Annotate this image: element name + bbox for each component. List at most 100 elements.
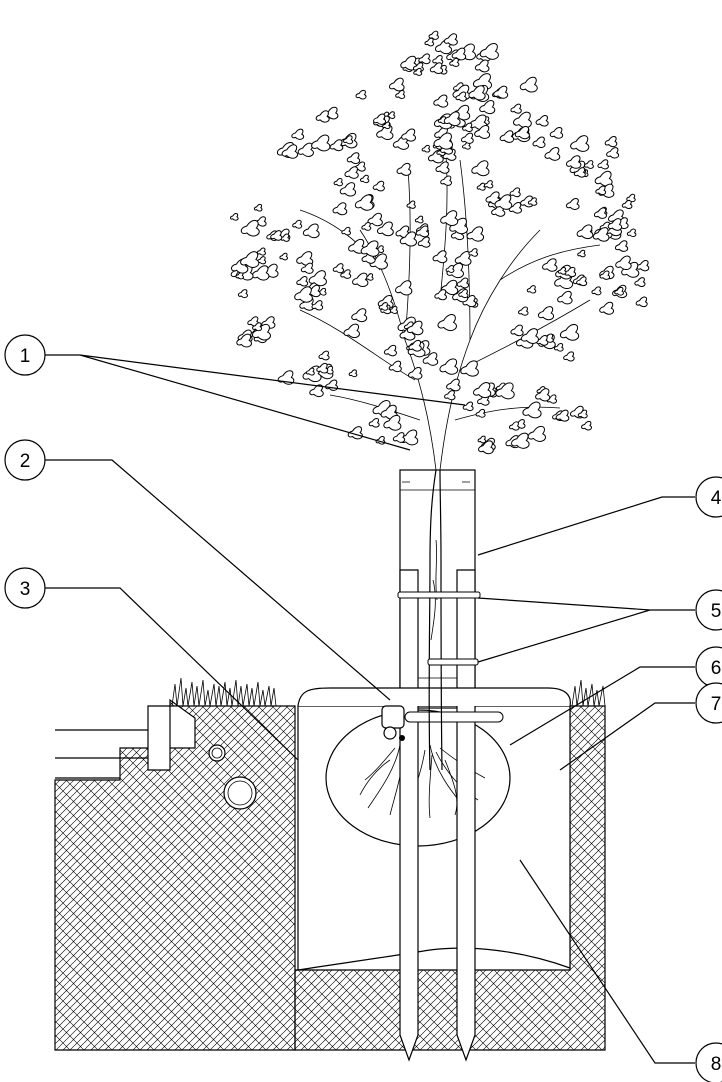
leaf-cluster: [510, 324, 524, 337]
callout-5-label: 5: [711, 601, 722, 622]
leaf-cluster: [599, 270, 611, 280]
leaf-cluster: [509, 187, 521, 198]
callout-2: 2: [4, 439, 46, 481]
leaf-cluster: [472, 73, 493, 90]
leaf-cluster: [309, 384, 324, 398]
leaf-cluster: [597, 159, 609, 170]
leaf-cluster: [634, 277, 646, 287]
leaf-cluster: [332, 202, 348, 216]
leaf-cluster: [433, 132, 454, 150]
callout-7-label: 7: [711, 694, 722, 715]
leaf-cluster: [281, 144, 299, 159]
leaf-cluster: [388, 360, 402, 373]
leaf-cluster: [355, 89, 367, 100]
leaf-cluster: [351, 308, 368, 323]
leaf-cluster: [308, 270, 327, 287]
leaf-cluster: [593, 207, 607, 219]
leaf-cluster: [252, 322, 263, 332]
leaf-cluster: [576, 224, 594, 240]
leaf-cluster: [428, 30, 439, 40]
leaf-cluster: [460, 360, 479, 377]
leaf-cluster: [475, 408, 486, 418]
leaf-cluster: [396, 162, 412, 176]
leaf-cluster: [479, 100, 496, 115]
leaf-cluster: [451, 47, 467, 61]
leaf-cluster: [439, 358, 459, 375]
leaf-cluster: [292, 219, 303, 229]
leaf-cluster: [626, 228, 637, 238]
callout-1-label: 1: [20, 346, 31, 367]
leader-lines: [45, 354, 695, 1064]
leaf-cluster: [557, 267, 567, 275]
leaf-cluster: [240, 219, 260, 237]
leaf-cluster: [477, 435, 487, 444]
leaf-cluster: [383, 414, 402, 431]
leaf-cluster: [474, 59, 490, 73]
leaf-cluster: [607, 218, 623, 231]
leaf-cluster: [499, 130, 515, 143]
leaf-cluster: [483, 180, 494, 189]
leaf-cluster: [511, 432, 530, 449]
leaf-cluster: [444, 390, 456, 401]
leaf-cluster: [406, 200, 416, 209]
leaf-cluster: [434, 289, 447, 301]
leaf-cluster: [437, 314, 457, 332]
leaf-cluster: [542, 258, 558, 272]
callout-7: 7: [695, 682, 722, 724]
leaf-cluster: [229, 213, 239, 221]
leaf-cluster: [256, 247, 266, 256]
pipe-small: [208, 744, 226, 762]
callout-3-label: 3: [20, 579, 31, 600]
leaf-cluster: [581, 420, 592, 431]
leaf-cluster: [563, 351, 575, 362]
leaf-cluster: [382, 121, 391, 130]
leaf-cluster: [406, 320, 424, 336]
leaf-cluster: [408, 367, 423, 380]
irrigation-fitting: [381, 705, 405, 741]
callout-6-label: 6: [711, 658, 722, 679]
leaf-cluster: [315, 110, 330, 123]
leaf-cluster: [395, 280, 413, 296]
leaf-cluster: [519, 76, 538, 93]
leaf-cluster: [240, 251, 260, 268]
leaf-cluster: [518, 306, 529, 316]
leaf-cluster: [373, 113, 387, 125]
leaf-cluster: [443, 33, 458, 46]
leaf-cluster: [352, 272, 369, 287]
leaf-cluster: [495, 382, 515, 400]
leaf-cluster: [279, 252, 288, 261]
leaf-cluster: [614, 286, 624, 296]
leaf-cluster: [300, 262, 314, 274]
leaf-cluster: [604, 136, 618, 148]
leaf-cluster: [544, 147, 561, 161]
leaf-cluster: [422, 352, 439, 366]
leaf-cluster: [454, 251, 472, 266]
leaf-cluster: [424, 37, 435, 47]
leaf-cluster: [408, 339, 422, 352]
leaf-cluster: [449, 217, 469, 235]
leaf-cluster: [493, 85, 509, 99]
leaf-cluster: [549, 127, 564, 139]
leaf-cluster: [392, 432, 406, 443]
leaf-cluster: [368, 417, 380, 428]
leaf-cluster: [414, 215, 424, 224]
leaf-cluster: [565, 155, 582, 169]
leaf-cluster: [340, 269, 352, 279]
leaf-cluster: [237, 289, 249, 299]
stake-right: [456, 569, 476, 1062]
leaf-cluster: [341, 226, 351, 236]
leaf-cluster: [395, 90, 406, 99]
leaf-cluster: [508, 202, 522, 214]
leaf-cluster: [456, 277, 470, 289]
leaf-cluster: [354, 194, 374, 211]
leaf-cluster: [432, 250, 448, 264]
leaf-cluster: [297, 142, 314, 157]
grass: [171, 677, 606, 707]
leaf-cluster: [348, 369, 358, 378]
leaf-cluster: [339, 182, 357, 197]
leaf-cluster: [621, 261, 640, 278]
leaf-cluster: [522, 401, 542, 419]
leaf-cluster: [270, 230, 283, 241]
leaf-cluster: [296, 276, 309, 287]
